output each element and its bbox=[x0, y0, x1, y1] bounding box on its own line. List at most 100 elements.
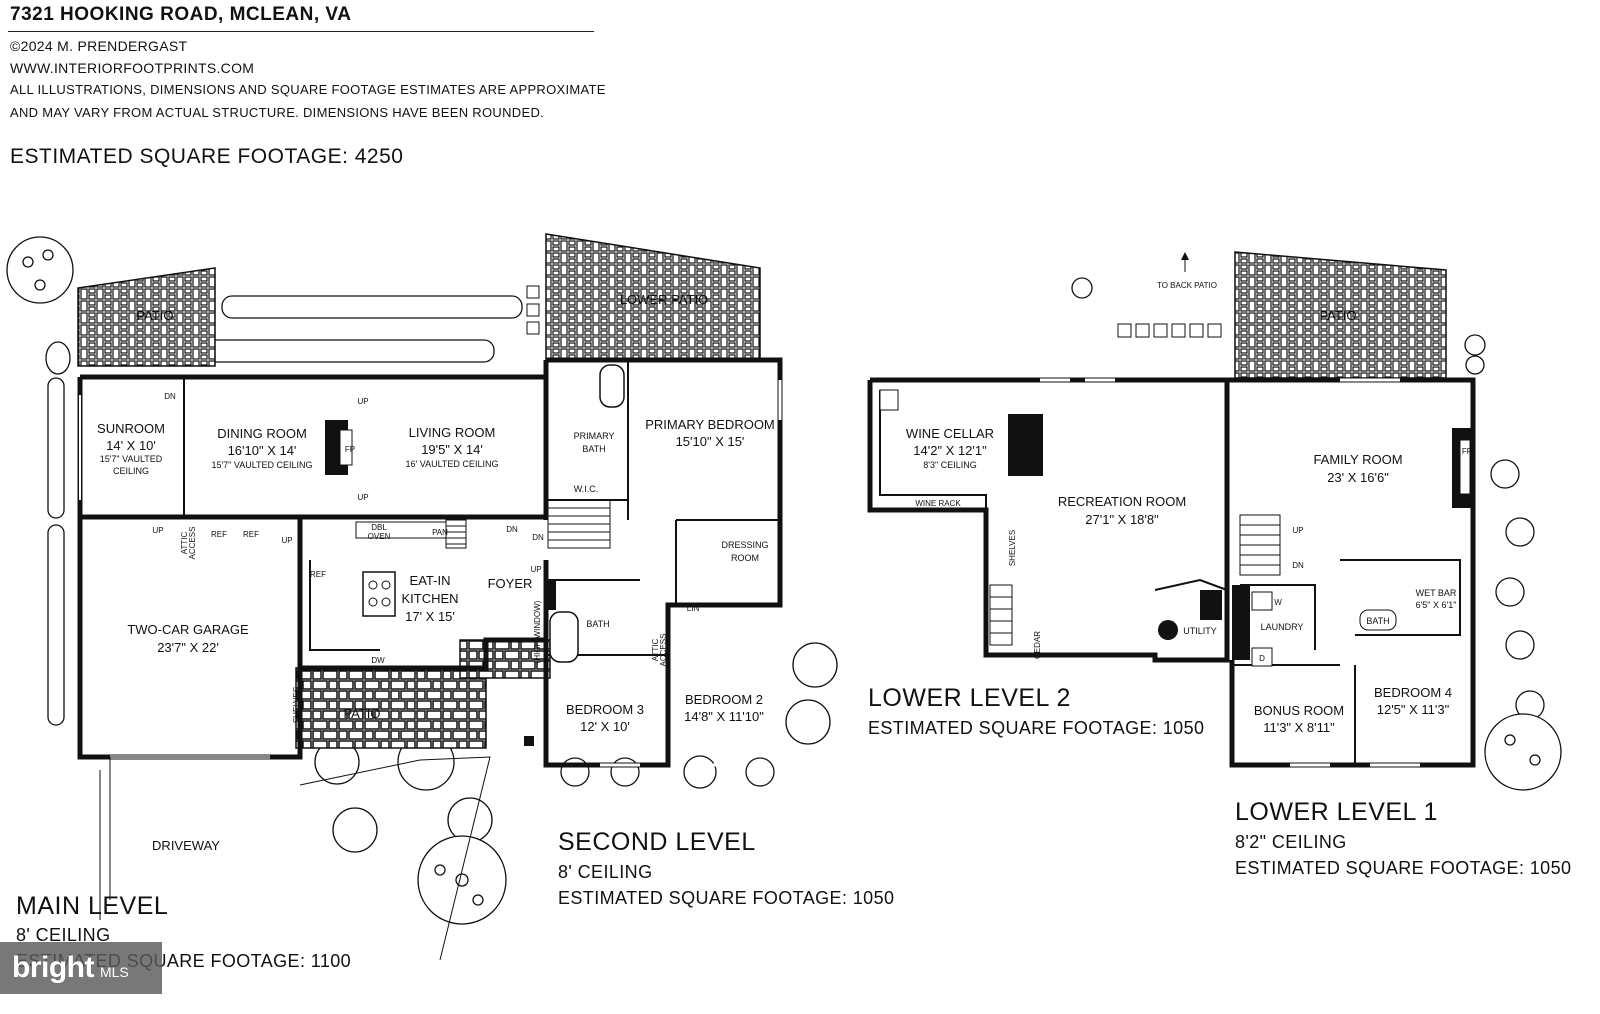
garage-name: TWO-CAR GARAGE bbox=[127, 622, 249, 637]
bonus-dim: 11'3" X 8'11" bbox=[1263, 720, 1335, 735]
lower-level-2-plan bbox=[867, 377, 1230, 663]
family-name: FAMILY ROOM bbox=[1313, 452, 1402, 467]
wine-cellar-block bbox=[1008, 414, 1043, 476]
dryer-label: D bbox=[1259, 654, 1265, 663]
fp-label-l1: FP bbox=[1462, 447, 1472, 456]
access-label-main: ACCESS bbox=[188, 527, 197, 560]
dn-label-4: DN bbox=[1292, 561, 1304, 570]
lower-patio-label: LOWER PATIO bbox=[620, 292, 708, 307]
living-dim: 19'5" X 14' bbox=[421, 442, 483, 457]
lin-label: LIN bbox=[687, 604, 700, 613]
foyer-label: FOYER bbox=[488, 576, 533, 591]
living-note: 16' VAULTED CEILING bbox=[406, 459, 499, 469]
website-text: WWW.INTERIORFOOTPRINTS.COM bbox=[10, 60, 255, 76]
dressing-name-2: ROOM bbox=[731, 553, 759, 563]
recreation-dim: 27'1" X 18'8" bbox=[1085, 512, 1159, 527]
second-level-plan bbox=[543, 357, 783, 768]
utility-label: UTILITY bbox=[1183, 626, 1217, 636]
wine-rack-label: WINE RACK bbox=[915, 499, 961, 508]
shelves-label-l2: SHELVES bbox=[1008, 530, 1017, 566]
wine-cellar-note: 8'3" CEILING bbox=[923, 460, 976, 470]
disclaimer-line-1: ALL ILLUSTRATIONS, DIMENSIONS AND SQUARE… bbox=[10, 82, 606, 97]
dbl-oven-label-2: OVEN bbox=[368, 532, 391, 541]
bright-logo-text: bright bbox=[12, 951, 94, 984]
bedroom3-name: BEDROOM 3 bbox=[566, 702, 644, 717]
kitchen-name-1: EAT-IN bbox=[410, 573, 451, 588]
access-label-second: ACCESS bbox=[659, 634, 668, 667]
garage-dim: 23'7" X 22' bbox=[157, 640, 219, 655]
cedar-label: CEDAR bbox=[1033, 631, 1042, 659]
main-level-ceiling: 8' CEILING bbox=[16, 925, 111, 945]
ref-label-3: REF bbox=[310, 570, 326, 579]
living-name: LIVING ROOM bbox=[409, 425, 496, 440]
dbl-oven-label-1: DBL bbox=[371, 523, 387, 532]
attic-label-main: ATTIC bbox=[180, 532, 189, 555]
wine-cellar-name: WINE CELLAR bbox=[906, 426, 994, 441]
main-level-title: MAIN LEVEL bbox=[16, 892, 169, 920]
mls-logo-text: MLS bbox=[99, 964, 129, 980]
sunroom-note-2: CEILING bbox=[113, 466, 149, 476]
water-heater bbox=[1158, 620, 1178, 640]
dn-label-1: DN bbox=[164, 392, 176, 401]
family-dim: 23' X 16'6" bbox=[1327, 470, 1389, 485]
wet-bar-name: WET BAR bbox=[1416, 588, 1457, 598]
dn-label-3: DN bbox=[532, 533, 544, 542]
up-label-2: UP bbox=[357, 493, 368, 502]
patio-l1-label: PATIO bbox=[1319, 308, 1356, 323]
total-square-footage: ESTIMATED SQUARE FOOTAGE: 4250 bbox=[10, 145, 404, 168]
primary-bath-name-2: BATH bbox=[582, 444, 605, 454]
washer-label: W bbox=[1274, 598, 1282, 607]
main-stairs bbox=[445, 519, 467, 549]
property-address: 7321 HOOKING ROAD, MCLEAN, VA bbox=[10, 4, 352, 25]
lower-level-2-title: LOWER LEVEL 2 bbox=[868, 684, 1071, 712]
bonus-name: BONUS ROOM bbox=[1254, 703, 1344, 718]
sunroom-note-1: 15'7" VAULTED bbox=[100, 454, 163, 464]
lower-level-1-sqft: ESTIMATED SQUARE FOOTAGE: 1050 bbox=[1235, 858, 1572, 878]
lower-level-2-sqft: ESTIMATED SQUARE FOOTAGE: 1050 bbox=[868, 718, 1205, 738]
wic-label: W.I.C. bbox=[574, 484, 599, 494]
kitchen-name-2: KITCHEN bbox=[401, 591, 458, 606]
dressing-name-1: DRESSING bbox=[721, 540, 768, 550]
second-tub bbox=[549, 611, 579, 663]
dw-label: DW bbox=[371, 656, 385, 665]
sunroom-dim: 14' X 10' bbox=[106, 438, 156, 453]
recreation-name: RECREATION ROOM bbox=[1058, 494, 1186, 509]
main-level-plan bbox=[77, 233, 761, 961]
shelves-label-main: SHELVES bbox=[292, 687, 301, 723]
bedroom3-dim: 12' X 10' bbox=[580, 719, 630, 734]
kitchen-island bbox=[362, 571, 396, 617]
lower-level-1-title: LOWER LEVEL 1 bbox=[1235, 798, 1438, 826]
bath-l1-label: BATH bbox=[1366, 616, 1389, 626]
fp-label-main: FP bbox=[345, 445, 355, 454]
bath2-label: BATH bbox=[586, 619, 609, 629]
sunroom-name: SUNROOM bbox=[97, 421, 165, 436]
bedroom2-dim: 14'8" X 11'10" bbox=[684, 709, 764, 724]
kitchen-dim: 17' X 15' bbox=[405, 609, 455, 624]
high-window-label: (HIGH WINDOW) bbox=[533, 600, 542, 663]
driveway-label: DRIVEWAY bbox=[152, 838, 220, 853]
lower-level-1-ceiling: 8'2" CEILING bbox=[1235, 832, 1347, 852]
l1-stairs bbox=[1239, 514, 1281, 576]
patio-main-label: PATIO bbox=[136, 308, 173, 323]
lower-level-1-plan bbox=[1117, 251, 1476, 768]
ref-label-2: REF bbox=[243, 530, 259, 539]
dining-name: DINING ROOM bbox=[217, 426, 307, 441]
up-label-1: UP bbox=[357, 397, 368, 406]
up-label-6: UP bbox=[1292, 526, 1303, 535]
second-level-title: SECOND LEVEL bbox=[558, 828, 756, 856]
bedroom4-name: BEDROOM 4 bbox=[1374, 685, 1452, 700]
primary-bedroom-dim: 15'10" X 15' bbox=[676, 434, 745, 449]
up-label-4: UP bbox=[281, 536, 292, 545]
bright-mls-watermark: bright MLS bbox=[0, 942, 162, 994]
dining-dim: 16'10" X 14' bbox=[228, 443, 297, 458]
bedroom2-name: BEDROOM 2 bbox=[685, 692, 763, 707]
primary-bath-name-1: PRIMARY bbox=[574, 431, 615, 441]
bedroom4-dim: 12'5" X 11'3" bbox=[1377, 702, 1450, 717]
second-level-ceiling: 8' CEILING bbox=[558, 862, 653, 882]
second-level-sqft: ESTIMATED SQUARE FOOTAGE: 1050 bbox=[558, 888, 895, 908]
primary-bedroom-name: PRIMARY BEDROOM bbox=[645, 417, 775, 432]
up-label-5: UP bbox=[530, 565, 541, 574]
pan-label: PAN bbox=[432, 528, 448, 537]
dn-label-2: DN bbox=[506, 525, 518, 534]
